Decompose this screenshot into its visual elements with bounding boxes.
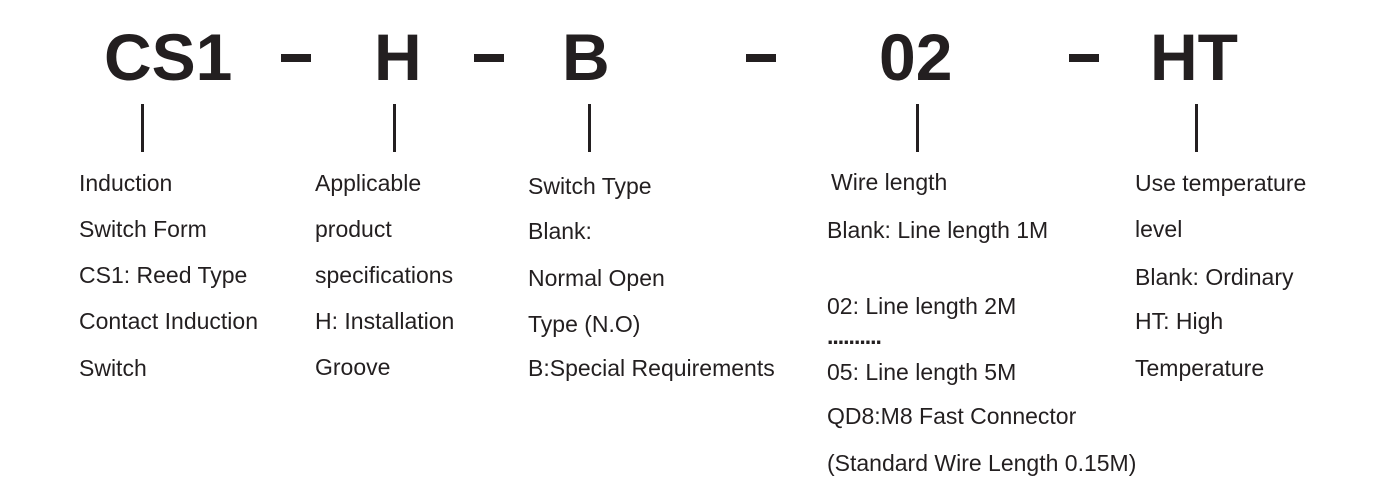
description-line: Type (N.O) xyxy=(528,311,641,337)
connector-line-series xyxy=(141,104,144,152)
description-line: Use temperature xyxy=(1135,170,1307,196)
description-line: Blank: Ordinary xyxy=(1135,264,1294,290)
description-line: Wire length xyxy=(831,169,948,195)
description-line: Blank: Line length 1M xyxy=(827,217,1049,243)
description-line: Contact Induction xyxy=(79,308,259,334)
separator-dash-4 xyxy=(1069,54,1099,62)
ellipsis-dots: .......... xyxy=(827,323,882,349)
description-line: (Standard Wire Length 0.15M) xyxy=(827,450,1137,476)
code-part-spec: H xyxy=(374,20,422,94)
description-line: 05: Line length 5M xyxy=(827,359,1017,385)
description-line: Groove xyxy=(315,354,391,380)
code-part-switch-type: B xyxy=(562,20,610,94)
connector-line-temperature xyxy=(1195,104,1198,152)
description-line: specifications xyxy=(315,262,454,288)
connector-line-switch-type xyxy=(588,104,591,152)
code-part-temperature: HT xyxy=(1150,20,1238,94)
description-line: level xyxy=(1135,216,1183,242)
description-line: H: Installation xyxy=(315,308,455,334)
separator-dash-3 xyxy=(746,54,776,62)
code-part-series: CS1 xyxy=(104,20,233,94)
connector-line-spec xyxy=(393,104,396,152)
code-part-wire-length: 02 xyxy=(879,20,953,94)
description-line: Induction xyxy=(79,170,173,196)
description-line: product xyxy=(315,216,392,242)
separator-dash-1 xyxy=(281,54,311,62)
description-line: Normal Open xyxy=(528,265,665,291)
description-line: 02: Line length 2M xyxy=(827,293,1017,319)
description-line: Temperature xyxy=(1135,355,1265,381)
description-line: Switch xyxy=(79,355,147,381)
description-line: B:Special Requirements xyxy=(528,355,775,381)
connector-line-wire-length xyxy=(916,104,919,152)
description-line: Applicable xyxy=(315,170,422,196)
description-line: CS1: Reed Type xyxy=(79,262,248,288)
description-line: QD8:M8 Fast Connector xyxy=(827,403,1077,429)
separator-dash-2 xyxy=(474,54,504,62)
description-line: Switch Form xyxy=(79,216,207,242)
description-line: HT: High xyxy=(1135,308,1224,334)
description-line: Switch Type xyxy=(528,173,652,199)
description-line: Blank: xyxy=(528,218,592,244)
